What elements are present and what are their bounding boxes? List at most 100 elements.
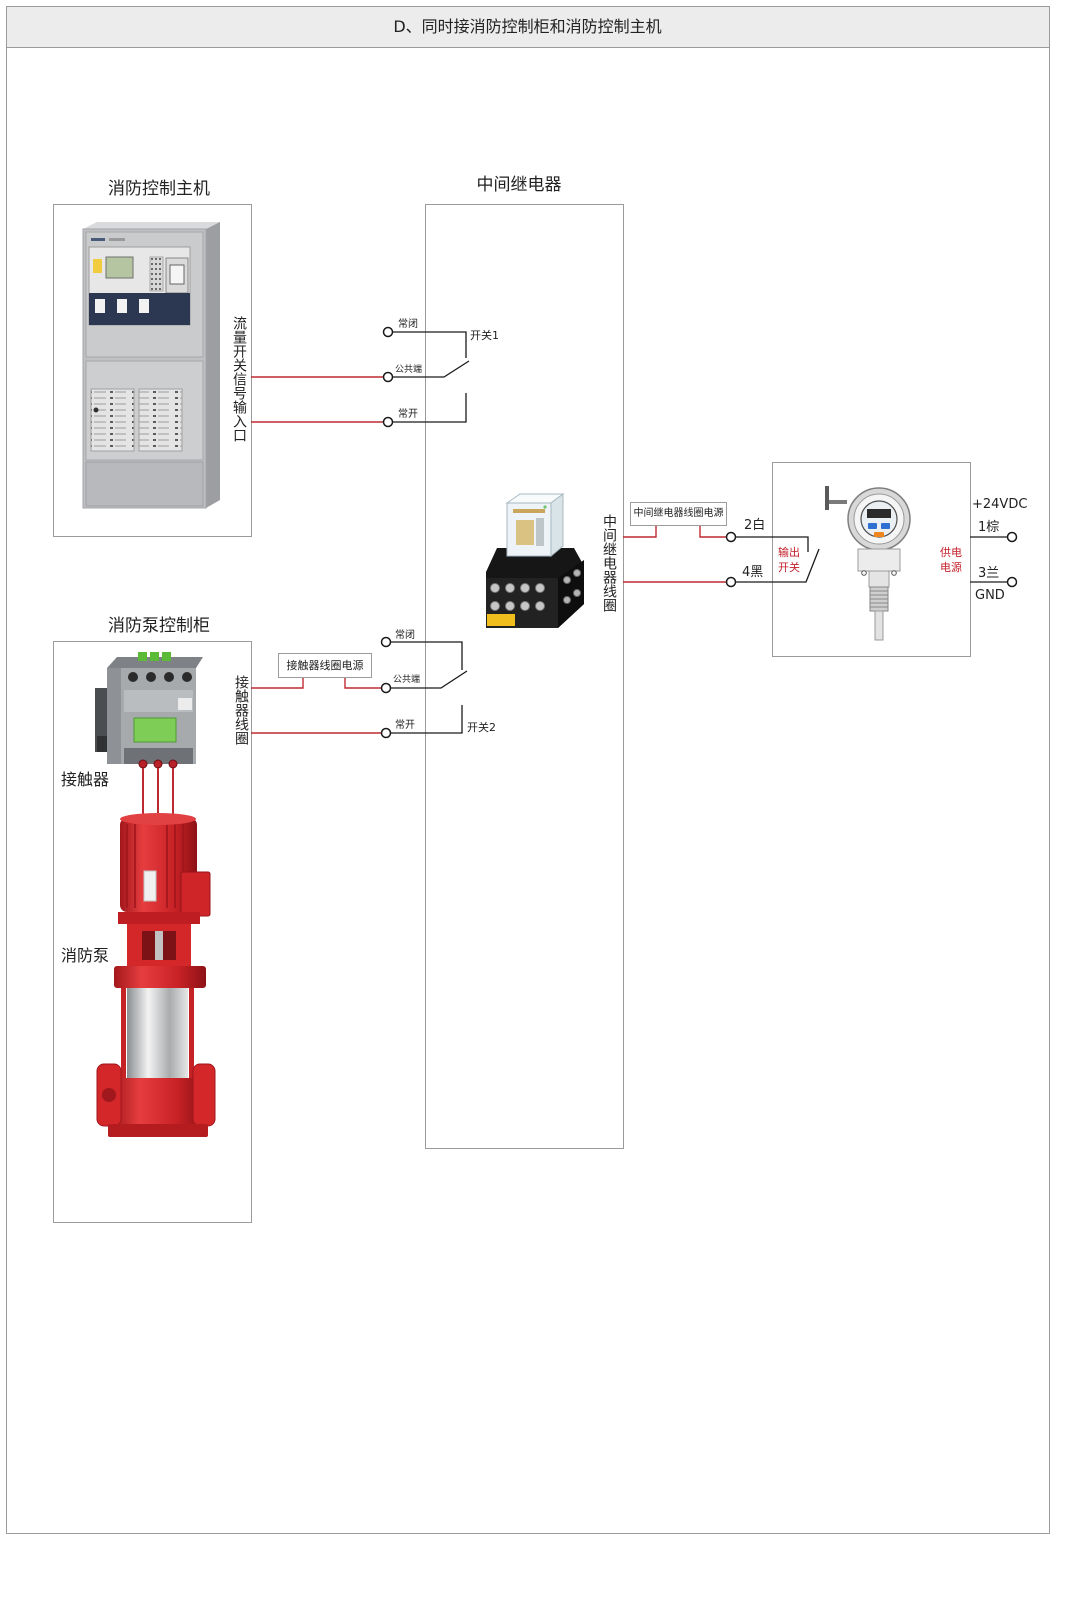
switch-1-com-label: 公共端 — [395, 365, 423, 375]
green-tab — [162, 652, 171, 661]
pump-head — [114, 966, 206, 988]
up-button — [868, 523, 877, 529]
switch-2-com-terminal-icon — [380, 682, 392, 694]
contactor-top — [107, 657, 203, 668]
pump-shaft — [155, 931, 163, 960]
relay-image — [486, 493, 584, 628]
cabinet-side — [206, 222, 220, 508]
indicator-panel-left — [90, 388, 135, 452]
panel-yellow-key — [93, 259, 102, 273]
pump-base — [112, 1078, 204, 1128]
socket-label — [487, 614, 515, 626]
switch-1-name: 开关1 — [470, 329, 499, 342]
pump-cabinet-title: 消防泵控制柜 — [108, 616, 210, 636]
switch-2-com-blade — [390, 670, 468, 689]
din-clip — [97, 736, 107, 752]
down-button — [881, 523, 890, 529]
printer-slot — [169, 264, 185, 285]
function-key — [139, 299, 149, 313]
tie-rod-left — [121, 988, 126, 1080]
function-key — [95, 299, 105, 313]
switch-1-com-blade — [392, 360, 470, 378]
relay-box — [425, 204, 624, 1149]
set-button — [874, 532, 884, 537]
switch-1-nc-terminal-icon — [382, 326, 394, 338]
model-plate — [109, 238, 125, 241]
neck-screw-right — [891, 570, 897, 576]
socket-screw — [535, 601, 545, 611]
door-lock — [93, 407, 99, 413]
motor-flange — [118, 912, 200, 924]
pump-cabinet-box — [53, 641, 252, 1223]
fire-control-host-image — [82, 222, 220, 509]
switch-2-nc-terminal-icon — [380, 636, 392, 648]
switch-1-no-wire — [392, 393, 467, 423]
wire-brown-label: 1棕 — [978, 520, 1000, 535]
display-window — [860, 500, 898, 538]
switch-1-no-label: 常开 — [398, 409, 418, 420]
keypad — [149, 256, 164, 292]
auxiliary-module — [133, 717, 177, 743]
contactor-coil-wire-com — [251, 678, 304, 689]
switch-2-no-wire — [390, 705, 463, 734]
socket-screw — [573, 589, 581, 597]
contactor-label: 接触器 — [61, 770, 110, 789]
socket-screw — [520, 583, 530, 593]
relay-coil-wire-top — [623, 526, 657, 538]
socket-screw — [563, 576, 571, 584]
rating-label — [178, 698, 192, 710]
front-label-strip — [124, 690, 193, 712]
switch-1-no-terminal-icon — [382, 416, 394, 428]
relay-coil-power-box: 中间继电器线圈电源 — [630, 502, 727, 526]
green-tab — [150, 652, 159, 661]
power-supply-label-line1: 供电 — [940, 546, 962, 559]
output-switch-wire-white — [735, 536, 809, 552]
output-switch-blade — [735, 548, 820, 583]
socket-screw — [505, 583, 515, 593]
sensing-probe — [874, 610, 884, 641]
switch-2-nc-label: 常闭 — [395, 630, 415, 641]
tie-rod-right — [189, 988, 194, 1080]
switch-2-name: 开关2 — [467, 721, 496, 734]
flow-signal-input-label: 流量开关信号输入口 — [231, 316, 247, 442]
output-switch-label-line1: 输出 — [778, 546, 800, 559]
indicator-panel-right — [138, 388, 183, 452]
top-terminal — [182, 672, 192, 682]
contactor-coil-power-box: 接触器线圈电源 — [278, 653, 372, 678]
relay-coil — [516, 520, 534, 545]
relay-led — [543, 505, 547, 509]
ground-label: GND — [975, 588, 1005, 603]
fire-control-host-title: 消防控制主机 — [108, 179, 210, 199]
top-terminal — [128, 672, 138, 682]
relay-coil-wiring — [623, 526, 820, 588]
switch-2-nc-wire — [390, 641, 463, 670]
fire-pump-image — [96, 813, 216, 1137]
wire-blue-label: 3兰 — [978, 566, 1000, 581]
power-terminal-3-icon — [1006, 576, 1018, 588]
relay-contacts — [513, 509, 545, 513]
top-terminal — [164, 672, 174, 682]
socket-screw — [505, 601, 515, 611]
relay-armature — [536, 518, 544, 546]
socket-screw — [573, 569, 581, 577]
contactor-coil-power-wire — [344, 678, 382, 689]
bottom-terminal — [153, 759, 163, 769]
wire-white-label: 2白 — [744, 518, 766, 533]
relay-coil-power-wire — [699, 526, 727, 538]
page-title: D、同时接消防控制柜和消防控制主机 — [393, 17, 662, 36]
function-key — [117, 299, 127, 313]
relay-coil-label: 中间继电器线圈 — [601, 514, 617, 612]
flow-switch-box — [772, 462, 971, 657]
green-tab — [138, 652, 147, 661]
cabinet-top — [83, 222, 220, 229]
top-terminal — [146, 672, 156, 682]
switch-1 — [251, 326, 470, 428]
contactor-image — [95, 652, 203, 769]
mounting-bracket — [825, 486, 829, 510]
flow-switch-image — [825, 486, 911, 641]
flow-switch-terminal-4-icon — [725, 576, 737, 588]
inlet-port — [102, 1088, 116, 1102]
bottom-terminal — [168, 759, 178, 769]
pump-foot — [108, 1124, 208, 1137]
